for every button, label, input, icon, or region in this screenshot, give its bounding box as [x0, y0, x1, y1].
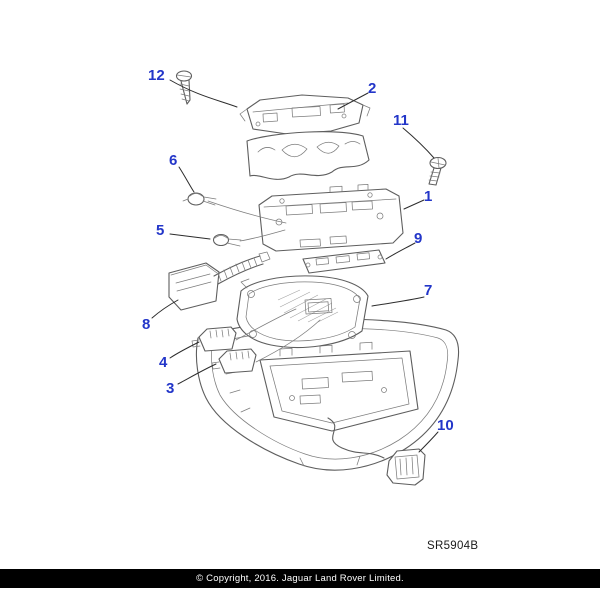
- callout-7: 7: [424, 282, 433, 299]
- part-control-panel-1: [258, 184, 404, 252]
- leader-line-12: [169, 79, 238, 108]
- part-bezel-7: [236, 275, 369, 349]
- callout-6: 6: [169, 152, 178, 169]
- callout-2: 2: [368, 80, 377, 97]
- leader-lines: [151, 79, 439, 453]
- part-module-8: [168, 251, 271, 311]
- copyright-text: © Copyright, 2016. Jaguar Land Rover Lim…: [196, 573, 404, 584]
- leader-line-10: [418, 431, 439, 453]
- callout-8: 8: [142, 316, 151, 333]
- part-screw-12: [175, 70, 193, 105]
- leader-line-6: [178, 166, 195, 193]
- leader-line-4: [169, 341, 200, 359]
- callout-3: 3: [166, 380, 175, 397]
- callout-4: 4: [159, 354, 168, 371]
- leader-line-9: [385, 242, 416, 260]
- leader-line-5: [169, 233, 211, 240]
- part-strip-9: [302, 249, 386, 274]
- part-console-housing: [195, 318, 460, 471]
- reference-code: SR5904B: [427, 540, 479, 552]
- footer-bar: © Copyright, 2016. Jaguar Land Rover Lim…: [0, 569, 600, 588]
- leader-line-2: [337, 92, 369, 110]
- callout-12: 12: [148, 67, 165, 84]
- callout-5: 5: [156, 222, 165, 239]
- callout-9: 9: [414, 230, 423, 247]
- leader-line-11: [402, 127, 435, 159]
- leader-line-8: [151, 299, 179, 319]
- leader-line-3: [177, 363, 217, 385]
- callout-1: 1: [424, 188, 433, 205]
- part-switch-4: [191, 308, 297, 352]
- leader-line-7: [371, 296, 425, 307]
- part-bracket-2: [239, 94, 371, 135]
- part-wiring-harness: [327, 417, 385, 459]
- part-switch-3: [211, 319, 321, 374]
- callout-11: 11: [393, 112, 409, 129]
- leader-line-1: [403, 199, 425, 210]
- part-bulb-5: [212, 229, 286, 247]
- callout-10: 10: [437, 417, 454, 434]
- part-switch-10: [386, 448, 426, 486]
- part-screw-11: [428, 156, 447, 186]
- part-gasket: [246, 131, 370, 180]
- part-bulb-6: [182, 192, 287, 224]
